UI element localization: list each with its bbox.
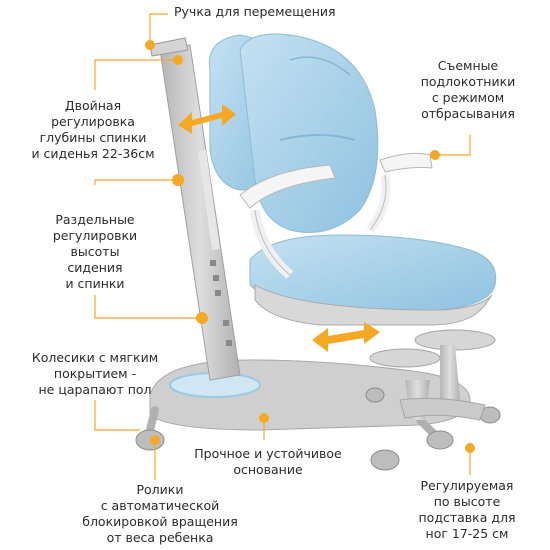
callout-casters-line: блокировкой вращения — [82, 514, 238, 529]
callout-depth-line: Двойная — [64, 98, 122, 113]
callout-height-line: высоты — [70, 244, 120, 259]
callout-wheels-line: не царапают пол — [38, 382, 152, 397]
callout-casters-line: Ролики — [136, 482, 184, 497]
callout-wheels: Колесики с мягким покрытием - не царапаю… — [20, 350, 170, 398]
callout-casters: Ролики с автоматической блокировкой вращ… — [80, 482, 240, 546]
callout-height: Раздельные регулировки высоты сидения и … — [30, 212, 160, 292]
callout-footrest-line: Регулируемая — [420, 478, 514, 493]
callout-armrests-line: отбрасывания — [421, 106, 515, 121]
callout-depth-line: и сиденья 22-36см — [31, 146, 155, 161]
callout-casters-line: от веса ребенка — [106, 530, 214, 545]
callout-height-line: сидения — [67, 260, 123, 275]
callout-armrests-line: с режимом — [431, 90, 505, 105]
callout-footrest-line: по высоте — [433, 494, 501, 509]
callout-wheels-line: покрытием - — [53, 366, 137, 381]
callout-handle-line: Ручка для перемещения — [174, 4, 336, 19]
callout-footrest-line: ног 17-25 см — [425, 526, 509, 541]
callout-depth: Двойная регулировка глубины спинки и сид… — [18, 98, 168, 162]
callout-height-line: регулировки — [52, 228, 138, 243]
callout-base-line: основание — [233, 462, 303, 477]
seat — [249, 234, 497, 326]
depth-arrow-back — [178, 104, 236, 134]
callout-height-line: Раздельные — [55, 212, 135, 227]
callout-base-line: Прочное и устойчивое — [194, 446, 342, 461]
footrest — [369, 329, 496, 421]
callout-height-line: и спинки — [65, 276, 125, 291]
callout-casters-line: с автоматической — [100, 498, 220, 513]
caster-wheels — [135, 387, 501, 471]
armrests — [239, 152, 433, 279]
callout-handle: Ручка для перемещения — [174, 4, 336, 20]
callout-footrest: Регулируемая по высоте подставка для ног… — [392, 478, 542, 542]
callout-dots — [145, 40, 475, 453]
callout-base: Прочное и устойчивое основание — [188, 446, 348, 478]
backrest — [208, 33, 379, 233]
depth-arrow-seat — [312, 322, 380, 352]
callout-depth-line: регулировка — [51, 114, 135, 129]
callout-armrests-line: Съемные — [437, 58, 499, 73]
callout-footrest-line: подставка для — [418, 510, 516, 525]
callout-lines — [94, 13, 471, 480]
support-column — [149, 37, 241, 381]
callout-depth-line: глубины спинки — [39, 130, 147, 145]
callout-armrests-line: подлокотники — [420, 74, 516, 89]
callout-wheels-line: Колесики с мягким — [31, 350, 159, 365]
callout-armrests: Съемные подлокотники с режимом отбрасыва… — [398, 58, 538, 122]
